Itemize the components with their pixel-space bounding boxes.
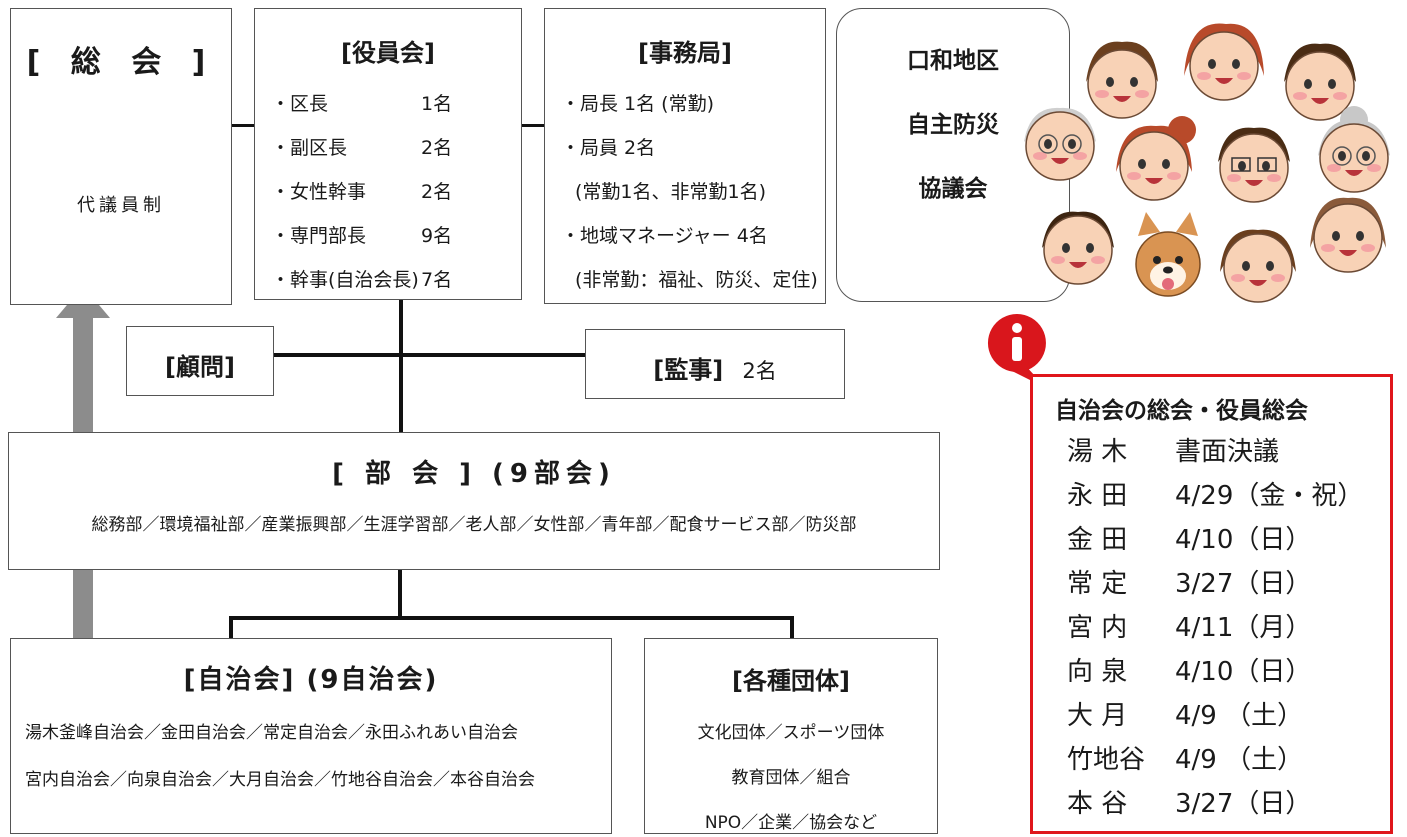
connector-general-officers (232, 124, 254, 127)
advisor-title: [顧問] (165, 353, 235, 381)
secretariat-line: (常勤1名、非常勤1名) (575, 181, 767, 203)
groups-line: NPO／企業／協会など (704, 813, 878, 833)
officer-role: ・専門部長 (271, 225, 367, 247)
officers-title: [役員会] (341, 39, 435, 67)
secretariat-box: [事務局] ・局長 1名 (常勤) ・局員 2名 (常勤1名、非常勤1名) ・地… (544, 8, 826, 304)
officers-box: [役員会] ・区長 1名 ・副区長 2名 ・女性幹事 2名 ・専門部長 9名 ・… (254, 8, 522, 300)
groups-line: 文化団体／スポーツ団体 (697, 723, 885, 743)
schedule-district: 竹地谷 (1067, 745, 1146, 775)
neighborhood-box: [自治会] (9自治会) 湯木釜峰自治会／金田自治会／常定自治会／永田ふれあい自… (10, 638, 612, 834)
schedule-row: 本 谷 3/27（日） (1067, 783, 1363, 827)
council-line: 協議会 (918, 176, 988, 202)
schedule-date: 書面決議 (1175, 437, 1280, 467)
divisions-title: [ 部 会 ] (9部会) (332, 459, 616, 489)
schedule-row: 常 定 3/27（日） (1067, 563, 1363, 607)
schedule-row: 金 田 4/10（日） (1067, 519, 1363, 563)
schedule-district: 常 定 (1067, 569, 1128, 599)
auditor-count: 2名 (742, 359, 777, 383)
connector-officers-secretariat (522, 124, 544, 127)
schedule-district: 湯 木 (1067, 437, 1128, 467)
general-meeting-box: [ 総 会 ] 代議員制 (10, 8, 232, 305)
schedule-date: 4/29（金・祝） (1175, 481, 1364, 511)
schedule-date: 3/27（日） (1175, 569, 1312, 599)
schedule-row: 向 泉 4/10（日） (1067, 651, 1363, 695)
divisions-box: [ 部 会 ] (9部会) 総務部／環境福祉部／産業振興部／生涯学習部／老人部／… (8, 432, 940, 570)
family-illustration (1018, 14, 1402, 314)
schedule-date: 4/9 （土） (1175, 745, 1304, 775)
officer-count: 7名 (421, 269, 453, 291)
connector-branch-horizontal (229, 616, 794, 620)
connector-branch-left (229, 616, 233, 638)
schedule-row: 竹地谷 4/9 （土） (1067, 739, 1363, 783)
officer-count: 9名 (421, 225, 453, 247)
schedule-date: 3/27（日） (1175, 789, 1312, 819)
general-meeting-title: [ 総 会 ] (26, 45, 216, 80)
groups-line: 教育団体／組合 (731, 768, 851, 788)
schedule-date: 4/11（月） (1175, 613, 1312, 643)
neighborhood-line: 宮内自治会／向泉自治会／大月自治会／竹地谷自治会／本谷自治会 (25, 770, 535, 790)
schedule-row: 宮 内 4/11（月） (1067, 607, 1363, 651)
secretariat-line: ・局長 1名 (常勤) (561, 93, 714, 115)
schedule-row: 大 月 4/9 （土） (1067, 695, 1363, 739)
schedule-district: 宮 内 (1067, 613, 1128, 643)
officer-role: ・副区長 (271, 137, 348, 159)
advisor-box: [顧問] (126, 326, 274, 396)
neighborhood-title: [自治会] (9自治会) (183, 665, 439, 695)
divisions-list: 総務部／環境福祉部／産業振興部／生涯学習部／老人部／女性部／青年部／配食サービス… (91, 515, 857, 535)
secretariat-title: [事務局] (638, 39, 732, 67)
schedule-district: 本 谷 (1067, 789, 1128, 819)
connector-advisor-auditor (272, 353, 585, 357)
schedule-row: 永 田 4/29（金・祝） (1067, 475, 1363, 519)
schedule-district: 金 田 (1067, 525, 1128, 555)
schedule-list: 湯 木 書面決議 永 田 4/29（金・祝） 金 田 4/10（日） 常 定 3/27（… (1067, 431, 1363, 827)
schedule-date: 4/10（日） (1175, 657, 1312, 687)
secretariat-line: ・局員 2名 (561, 137, 656, 159)
schedule-date: 4/9 （土） (1175, 701, 1304, 731)
auditor-title: [監事] (653, 356, 724, 384)
schedule-district: 大 月 (1067, 701, 1128, 731)
council-line: 口和地区 (907, 48, 999, 74)
council-line: 自主防災 (907, 112, 999, 138)
officer-count: 1名 (421, 93, 453, 115)
groups-title: [各種団体] (732, 667, 850, 695)
schedule-district: 向 泉 (1067, 657, 1128, 687)
secretariat-line: ・地域マネージャー 4名 (561, 225, 768, 247)
info-panel: 自治会の総会・役員総会 湯 木 書面決議 永 田 4/29（金・祝） 金 田 4/10… (1030, 374, 1393, 834)
auditor-box: [監事] 2名 (585, 329, 845, 399)
secretariat-line: (非常勤：福祉、防災、定住) (575, 269, 818, 291)
officer-count: 2名 (421, 181, 453, 203)
auditor-content: [監事] 2名 (586, 350, 844, 385)
family-faces (1024, 23, 1390, 303)
officer-role: ・区長 (271, 93, 329, 115)
connector-branch-right (790, 616, 794, 638)
officer-role: ・幹事(自治会長) (271, 269, 419, 291)
schedule-district: 永 田 (1067, 481, 1128, 511)
connector-officers-divisions (399, 300, 403, 432)
schedule-date: 4/10（日） (1175, 525, 1312, 555)
neighborhood-line: 湯木釜峰自治会／金田自治会／常定自治会／永田ふれあい自治会 (25, 723, 518, 743)
officer-count: 2名 (421, 137, 453, 159)
officer-role: ・女性幹事 (271, 181, 367, 203)
groups-box: [各種団体] 文化団体／スポーツ団体 教育団体／組合 NPO／企業／協会など (644, 638, 938, 834)
info-title: 自治会の総会・役員総会 (1055, 398, 1308, 424)
general-meeting-body: 代議員制 (77, 195, 165, 216)
schedule-row: 湯 木 書面決議 (1067, 431, 1363, 475)
connector-divisions-down (398, 570, 402, 618)
